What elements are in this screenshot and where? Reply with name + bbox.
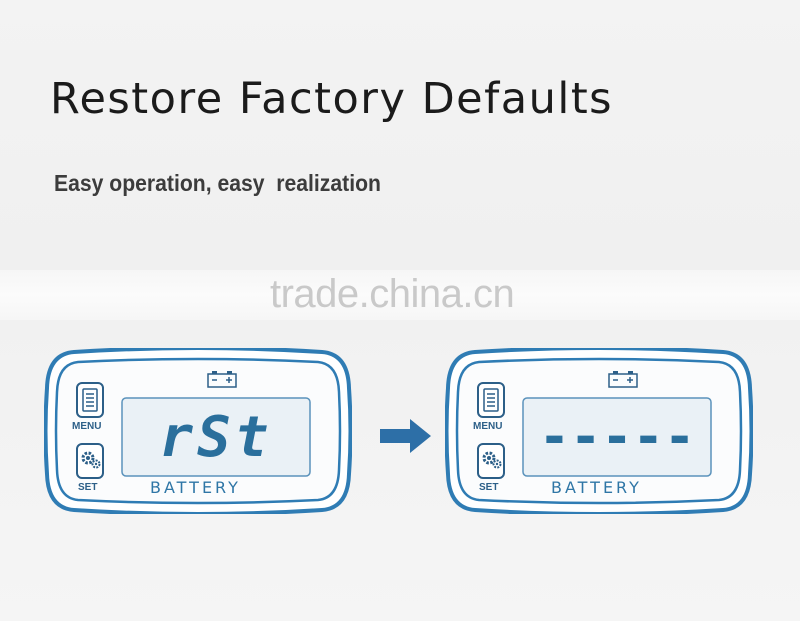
right-arrow-icon xyxy=(380,419,431,453)
device-frame xyxy=(44,348,352,514)
battery-icon xyxy=(608,371,638,388)
lcd-display: ----- xyxy=(538,407,696,467)
menu-list-icon xyxy=(483,388,499,412)
set-button-label: SET xyxy=(479,482,499,493)
gear-icon xyxy=(482,451,502,469)
page-title: Restore Factory Defaults xyxy=(50,74,614,124)
watermark: trade.china.cn xyxy=(270,272,515,316)
lcd-display: rSt xyxy=(159,404,273,470)
battery-meter-before: rSt MENU SET BATTERY xyxy=(44,348,352,514)
battery-meter-after: ----- MENU SET BATTERY xyxy=(445,348,753,514)
page-subtitle: Easy operation, easy realization xyxy=(54,170,381,196)
battery-label: BATTERY xyxy=(150,478,241,497)
gear-icon xyxy=(81,451,101,469)
battery-icon xyxy=(207,371,237,388)
set-button-label: SET xyxy=(78,482,98,493)
menu-list-icon xyxy=(82,388,98,412)
menu-button-label: MENU xyxy=(72,421,102,432)
watermark-band xyxy=(0,270,800,320)
header-background xyxy=(0,0,800,270)
battery-label: BATTERY xyxy=(551,478,642,497)
menu-button-label: MENU xyxy=(473,421,503,432)
